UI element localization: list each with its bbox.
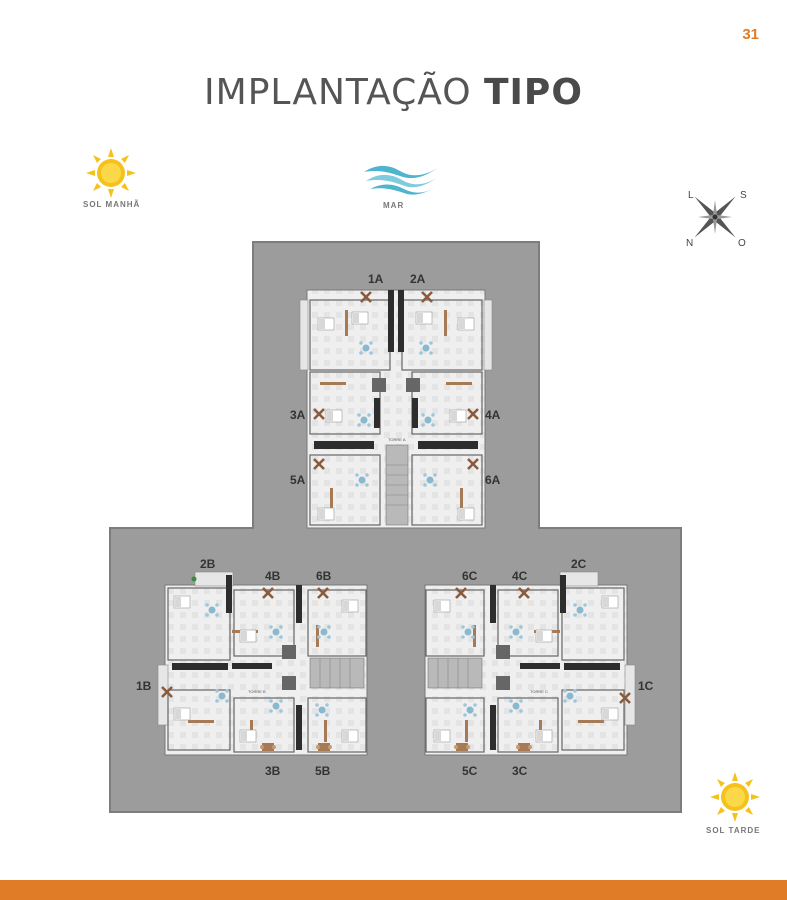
unit-2a-label: 2A — [410, 272, 426, 286]
unit-3a-label: 3A — [290, 408, 306, 422]
title-bold: TIPO — [483, 72, 583, 113]
tree-icon — [191, 576, 197, 582]
unit-3b-label: 3B — [265, 764, 281, 778]
unit-4c-label: 4C — [512, 569, 528, 583]
tower-b-label: TORRE B — [248, 689, 266, 694]
compass-s: S — [740, 190, 747, 201]
table-5c-icon — [454, 743, 470, 751]
unit-1b-label: 1B — [136, 679, 152, 693]
unit-1c-label: 1C — [638, 679, 654, 693]
unit-6a-label: 6A — [485, 473, 501, 487]
unit-4b-label: 4B — [265, 569, 281, 583]
page-title: IMPLANTAÇÃO TIPO — [0, 72, 787, 113]
tower-a-label: TORRE A — [388, 437, 406, 442]
unit-6b-label: 6B — [316, 569, 332, 583]
compass-icon: L S N O — [686, 190, 747, 249]
compass-l: L — [688, 190, 694, 201]
sea-waves-icon — [364, 165, 438, 195]
sun-icon — [86, 148, 136, 198]
unit-4a-label: 4A — [485, 408, 501, 422]
unit-2c-label: 2C — [571, 557, 587, 571]
sun-afternoon-label: SOL TARDE — [706, 826, 761, 835]
unit-3c-label: 3C — [512, 764, 528, 778]
sun-afternoon-icon — [710, 772, 760, 822]
unit-6c-label: 6C — [462, 569, 478, 583]
compass-n: N — [686, 238, 693, 249]
unit-5c-label: 5C — [462, 764, 478, 778]
unit-5a-label: 5A — [290, 473, 306, 487]
tower-c-label: TORRE C — [530, 689, 548, 694]
sea-label: MAR — [383, 201, 405, 210]
unit-2b-label: 2B — [200, 557, 216, 571]
sun-morning-label: SOL MANHÃ — [83, 200, 141, 209]
footer-bar — [0, 880, 787, 900]
table-5b-icon — [316, 743, 332, 751]
tower-a: TORRE A 1A 2A 3A 4A 5A 6A — [290, 272, 501, 529]
tower-b: TORRE B 1B 2B 3B 4B 5B 6B — [136, 557, 368, 778]
tower-c: TORRE C 1C 2C 3C 4C 5C 6C — [424, 557, 654, 778]
unit-1a-label: 1A — [368, 272, 384, 286]
compass-o: O — [738, 238, 746, 249]
title-light: IMPLANTAÇÃO — [204, 72, 472, 113]
table-3c-icon — [516, 743, 532, 751]
unit-5b-label: 5B — [315, 764, 331, 778]
table-3b-icon — [260, 743, 276, 751]
page-number: 31 — [742, 26, 759, 43]
